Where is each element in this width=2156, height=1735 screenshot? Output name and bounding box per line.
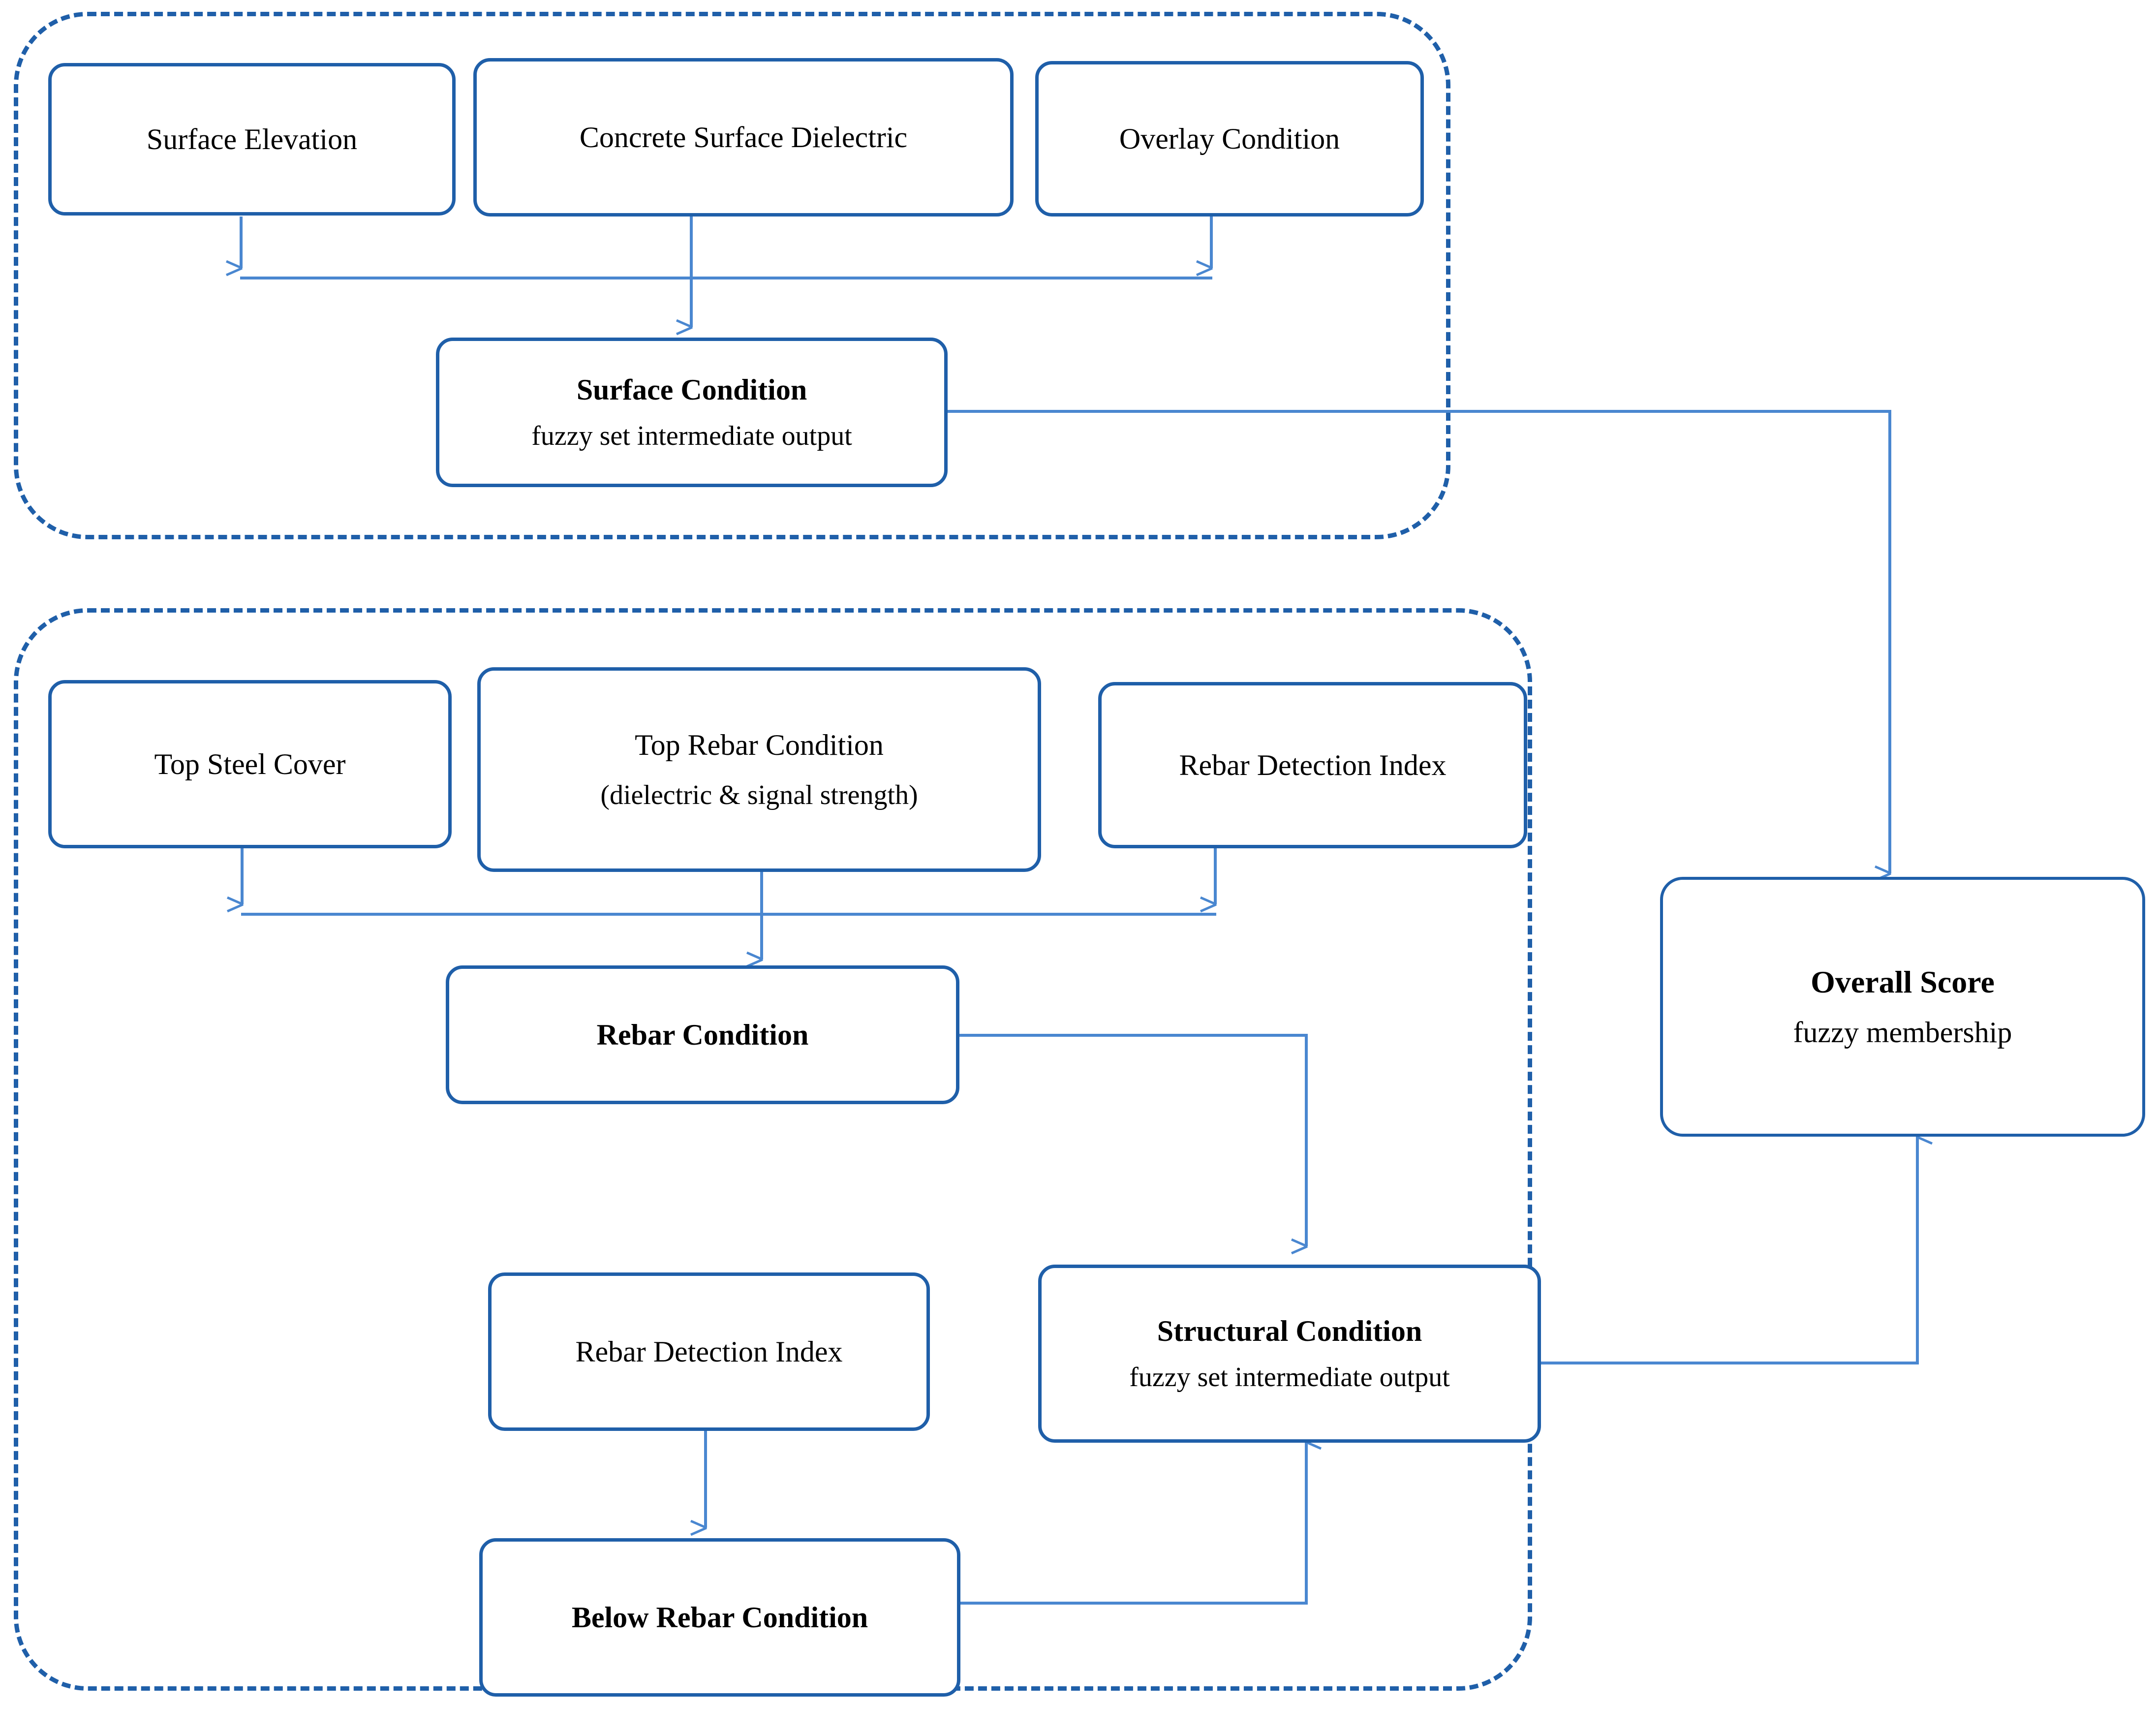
- node-rebar-condition-label: Rebar Condition: [596, 1018, 809, 1051]
- node-overall-score-subtitle: fuzzy membership: [1793, 1016, 2012, 1049]
- surface-condition-group-container: [14, 12, 1450, 539]
- node-surface-elevation[interactable]: Surface Elevation: [48, 63, 456, 216]
- node-rebar-detection-index-bottom-label: Rebar Detection Index: [575, 1335, 843, 1368]
- node-overlay-condition[interactable]: Overlay Condition: [1035, 61, 1424, 217]
- node-overall-score[interactable]: Overall Score fuzzy membership: [1660, 877, 2145, 1137]
- node-rebar-detection-index-top[interactable]: Rebar Detection Index: [1098, 682, 1527, 848]
- node-overall-score-title: Overall Score: [1811, 964, 1995, 999]
- node-below-rebar-condition-label: Below Rebar Condition: [571, 1601, 868, 1634]
- node-rebar-condition[interactable]: Rebar Condition: [446, 965, 959, 1104]
- node-surface-condition-subtitle: fuzzy set intermediate output: [531, 421, 852, 452]
- node-top-steel-cover[interactable]: Top Steel Cover: [48, 680, 452, 848]
- node-top-rebar-condition-subtitle: (dielectric & signal strength): [600, 780, 918, 811]
- node-top-steel-cover-label: Top Steel Cover: [154, 747, 346, 780]
- node-concrete-surface-dielectric-label: Concrete Surface Dielectric: [579, 121, 908, 154]
- node-surface-elevation-label: Surface Elevation: [146, 123, 358, 155]
- node-rebar-detection-index-bottom[interactable]: Rebar Detection Index: [488, 1272, 930, 1431]
- node-structural-condition-title: Structural Condition: [1157, 1314, 1422, 1347]
- node-overlay-condition-label: Overlay Condition: [1119, 122, 1340, 155]
- node-structural-condition[interactable]: Structural Condition fuzzy set intermedi…: [1038, 1265, 1541, 1443]
- node-surface-condition-title: Surface Condition: [576, 373, 807, 406]
- edge-structural-condition-to-overall-score: [1540, 1128, 1933, 1364]
- node-top-rebar-condition-title: Top Rebar Condition: [635, 728, 884, 761]
- node-below-rebar-condition[interactable]: Below Rebar Condition: [479, 1538, 960, 1697]
- node-surface-condition[interactable]: Surface Condition fuzzy set intermediate…: [436, 338, 948, 487]
- node-structural-condition-subtitle: fuzzy set intermediate output: [1129, 1362, 1450, 1393]
- node-top-rebar-condition[interactable]: Top Rebar Condition (dielectric & signal…: [477, 667, 1041, 872]
- node-rebar-detection-index-top-label: Rebar Detection Index: [1179, 748, 1447, 781]
- node-concrete-surface-dielectric[interactable]: Concrete Surface Dielectric: [473, 58, 1014, 217]
